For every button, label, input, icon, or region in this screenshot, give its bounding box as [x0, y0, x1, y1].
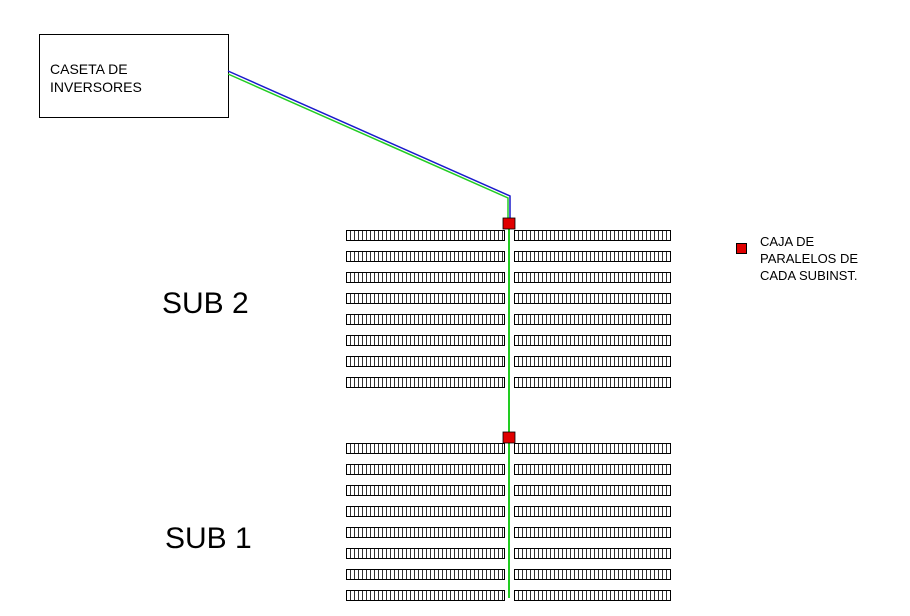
panel-row [346, 485, 505, 496]
panel-row [514, 464, 671, 475]
panel-row [514, 377, 671, 388]
panel-row [346, 506, 505, 517]
panel-row [346, 356, 505, 367]
legend-line1: CAJA DE [760, 234, 815, 249]
inverter-house-label-line1: CASETA DE [50, 61, 128, 77]
panel-row [514, 230, 671, 241]
panel-row [514, 314, 671, 325]
sub2-label: SUB 2 [162, 287, 249, 320]
inverter-house-box [39, 34, 229, 118]
panel-row [346, 230, 505, 241]
panel-row [346, 377, 505, 388]
legend-line3: CADA SUBINST. [760, 268, 858, 283]
panel-row [514, 443, 671, 454]
combiner-box-sub2 [502, 217, 516, 230]
panel-row [346, 527, 505, 538]
panel-row [346, 293, 505, 304]
pv-arrays [346, 230, 671, 601]
sub1-label: SUB 1 [165, 522, 252, 555]
panel-row [514, 485, 671, 496]
panel-row [514, 356, 671, 367]
inverter-house-label: CASETA DE INVERSORES [50, 60, 142, 96]
panel-row [514, 506, 671, 517]
panel-row [514, 548, 671, 559]
panel-row [514, 527, 671, 538]
panel-row [346, 272, 505, 283]
panel-row [346, 590, 505, 601]
pv-array-sub2 [346, 230, 671, 388]
legend-text: CAJA DE PARALELOS DE CADA SUBINST. [760, 233, 858, 284]
panel-row [346, 443, 505, 454]
panel-row [514, 569, 671, 580]
legend-line2: PARALELOS DE [760, 251, 859, 266]
combiner-box-legend-swatch [736, 243, 747, 254]
panel-row [346, 548, 505, 559]
panel-row [514, 590, 671, 601]
panel-row [514, 251, 671, 262]
panel-row [346, 251, 505, 262]
cable-green-line [227, 73, 509, 218]
panel-row [514, 272, 671, 283]
inverter-house-label-line2: INVERSORES [50, 79, 142, 95]
panel-row [514, 335, 671, 346]
main-cable [227, 70, 511, 218]
panel-row [346, 464, 505, 475]
combiner-box-sub1 [502, 431, 516, 444]
panel-row [346, 569, 505, 580]
panel-row [346, 335, 505, 346]
pv-array-sub1 [346, 443, 671, 601]
cable-blue-line [227, 70, 511, 218]
panel-row [514, 293, 671, 304]
panel-row [346, 314, 505, 325]
